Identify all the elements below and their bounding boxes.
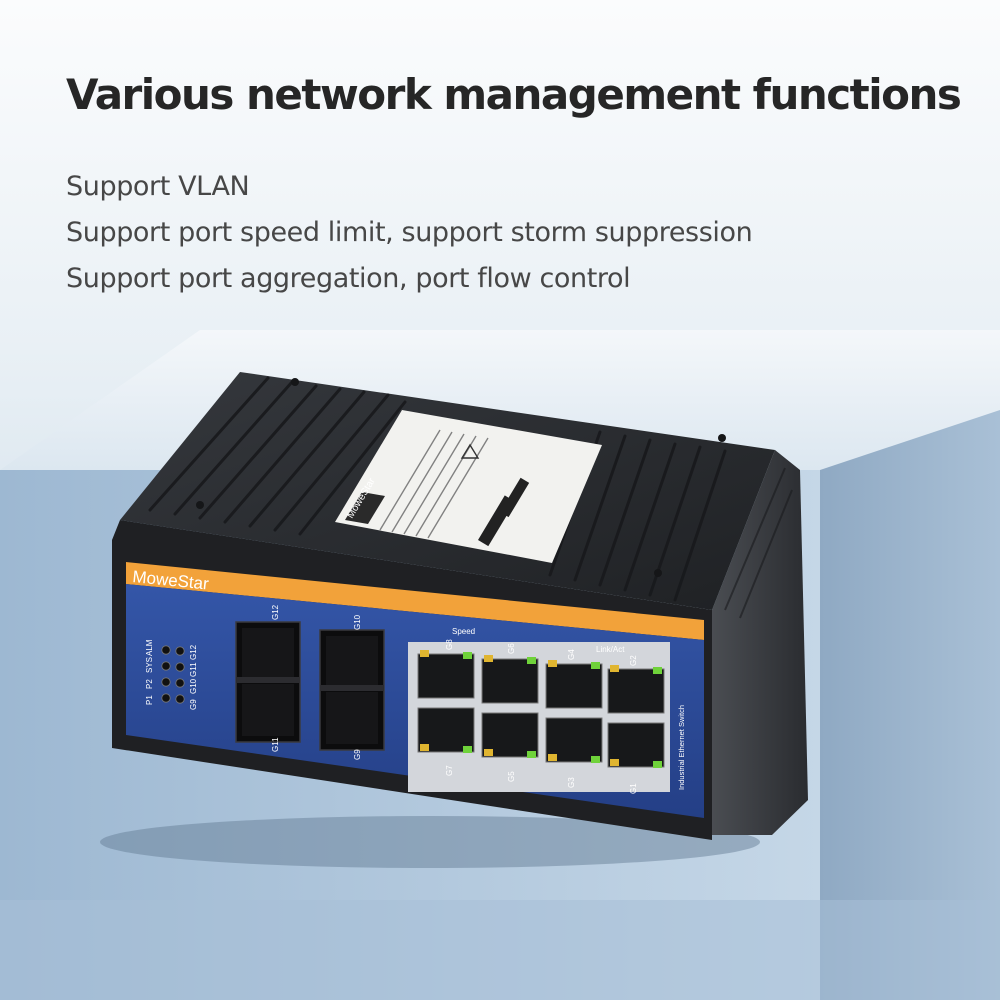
port-label-g4: G4: [567, 649, 576, 660]
feature-item: Support VLAN: [66, 171, 250, 202]
led-label-g11: G11: [189, 662, 198, 677]
brand-band: [126, 562, 704, 640]
sfp-label-g11: G11: [271, 737, 280, 752]
led-label-sys: SYS: [145, 657, 154, 673]
port-label-g7: G7: [445, 765, 454, 776]
led-label-g12: G12: [189, 644, 198, 660]
port-label-g8: G8: [445, 639, 454, 650]
rj45-ports: [417, 653, 665, 768]
led-indicators: [161, 645, 185, 704]
sfp-label-g10: G10: [353, 614, 362, 630]
feature-item: Support port speed limit, support storm …: [66, 217, 753, 248]
side-text: Industrial Ethernet Switch: [677, 705, 686, 790]
port-label-g2: G2: [629, 655, 638, 666]
pedestal-side: [820, 410, 1000, 1000]
heat-sink-fins: [148, 376, 727, 602]
sfp-port-group-2: [319, 629, 385, 751]
port-leds: [420, 650, 662, 768]
speed-label: Speed: [452, 627, 475, 636]
product-sticker: [335, 410, 602, 563]
link-act-label: Link/Act: [596, 645, 625, 654]
housing-side: [712, 450, 808, 835]
led-label-alm: ALM: [145, 639, 154, 656]
led-label-g10: G10: [189, 678, 198, 694]
feature-item: Support port aggregation, port flow cont…: [66, 263, 631, 294]
led-label-g9: G9: [189, 699, 198, 710]
port-label-g3: G3: [567, 777, 576, 788]
sfp-label-g9: G9: [353, 749, 362, 760]
port-label-g5: G5: [507, 771, 516, 782]
led-label-p1: P1: [145, 695, 154, 705]
sfp-port-group-1: [235, 621, 301, 743]
sfp-label-g12: G12: [271, 604, 280, 620]
led-label-p2: P2: [145, 679, 154, 689]
headline: Various network management functions: [66, 70, 962, 119]
port-label-g6: G6: [507, 643, 516, 654]
port-label-g1: G1: [629, 783, 638, 794]
feature-list: Support VLAN Support port speed limit, s…: [66, 168, 753, 306]
